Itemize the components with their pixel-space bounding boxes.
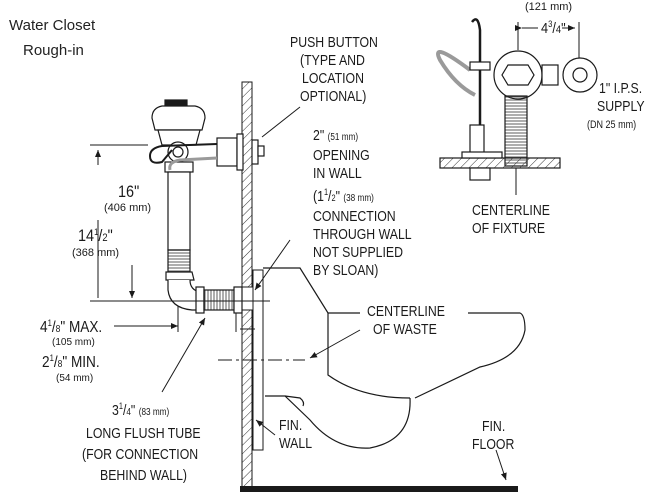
toilet-bowl xyxy=(263,267,526,449)
connection-size-whole: (1 xyxy=(313,188,324,205)
sensor-wires xyxy=(148,143,218,171)
supply-width-mm: (121 mm) xyxy=(525,1,573,13)
fin-floor-label: FIN. FLOOR xyxy=(472,418,524,454)
height-16-value: 16" xyxy=(118,182,140,201)
flush-tube-line: LONG FLUSH TUBE xyxy=(86,425,201,442)
flush-tube-den: 4 xyxy=(126,407,131,418)
connection-size-num: 1 xyxy=(323,187,329,197)
min-offset-mm: (54 mm) xyxy=(56,373,94,384)
push-button-line: OPTIONAL) xyxy=(300,88,367,105)
centerline-fixture-label: CENTERLINE OF FIXTURE xyxy=(472,202,567,238)
opening-size: 2" xyxy=(313,127,325,144)
supply-line: SUPPLY xyxy=(597,98,645,115)
fin-floor-line: FLOOR xyxy=(472,436,515,453)
opening-line: OPENING xyxy=(313,147,370,164)
push-button-line: (TYPE AND xyxy=(300,52,365,69)
opening-line: BY SLOAN) xyxy=(313,262,379,279)
max-unit: " MAX. xyxy=(60,319,103,336)
min-den: 8 xyxy=(57,359,63,370)
max-offset-mm: (105 mm) xyxy=(52,337,95,348)
height-14-num: 1 xyxy=(94,227,99,237)
max-num: 1 xyxy=(47,318,52,328)
connection-size-den: 2 xyxy=(331,193,336,203)
supply-label: 1" I.P.S. SUPPLY (DN 25 mm) xyxy=(587,80,655,134)
dimension-lines xyxy=(90,22,580,481)
centerline-fixture-line: CENTERLINE xyxy=(472,202,550,219)
fin-wall-line: FIN. xyxy=(279,417,303,434)
opening-line: THROUGH WALL xyxy=(313,226,412,243)
flush-tube-unit: " xyxy=(130,402,136,419)
opening-line: CONNECTION xyxy=(313,208,396,225)
push-button-line: PUSH BUTTON xyxy=(290,34,378,51)
title-line-2: Rough-in xyxy=(23,42,84,59)
fin-wall-label: FIN. WALL xyxy=(279,417,319,453)
supply-line: (DN 25 mm) xyxy=(587,119,637,131)
flush-tube-num: 1 xyxy=(118,401,123,411)
opening-size-mm: (51 mm) xyxy=(327,132,359,143)
supply-width-whole: 4 xyxy=(541,20,549,37)
height-14-unit: " xyxy=(107,226,113,245)
min-unit: " MIN. xyxy=(62,354,100,371)
supply-stop-valve xyxy=(436,18,598,181)
supply-width-num: 3 xyxy=(548,19,553,29)
flush-tube-line: BEHIND WALL) xyxy=(100,467,188,484)
height-14-mm: (368 mm) xyxy=(72,247,120,259)
supply-width-unit: " xyxy=(561,20,566,37)
push-button-label: PUSH BUTTON (TYPE AND LOCATION OPTIONAL) xyxy=(290,34,397,106)
finished-floor xyxy=(240,486,518,492)
max-whole: 4 xyxy=(40,319,48,336)
supply-line: 1" I.P.S. xyxy=(599,80,643,97)
min-whole: 2 xyxy=(42,354,50,371)
flush-tube-label: 31/4" (83 mm) LONG FLUSH TUBE (FOR CONNE… xyxy=(82,397,226,485)
min-num: 1 xyxy=(49,353,54,363)
flush-valve xyxy=(151,99,265,314)
centerline-waste-line: CENTERLINE xyxy=(367,303,445,320)
max-offset-value: 41/8" MAX. xyxy=(40,318,103,336)
centerline-fixture-line: OF FIXTURE xyxy=(472,220,546,237)
height-14-value: 141/2" xyxy=(78,226,113,245)
opening-line: IN WALL xyxy=(313,165,362,182)
supply-width-value: 43/4" xyxy=(541,19,566,37)
push-button-line: LOCATION xyxy=(302,70,364,87)
connection-size-unit: " xyxy=(335,188,340,205)
flush-tube-whole: 3 xyxy=(112,402,119,419)
opening-line: NOT SUPPLIED xyxy=(313,244,404,261)
supply-width-den: 4 xyxy=(555,24,562,36)
centerline-waste-line: OF WASTE xyxy=(373,321,437,338)
flush-tube-mm: (83 mm) xyxy=(138,407,170,418)
min-offset-value: 21/8" MIN. xyxy=(42,353,100,371)
max-den: 8 xyxy=(55,324,61,335)
fin-wall-line: WALL xyxy=(279,435,313,452)
fin-floor-line: FIN. xyxy=(482,418,506,435)
flush-tube-line: (FOR CONNECTION xyxy=(82,446,199,463)
connection-size-mm: (38 mm) xyxy=(343,193,374,204)
height-16-mm: (406 mm) xyxy=(104,202,152,214)
height-14-den: 2 xyxy=(102,232,108,244)
title-line-1: Water Closet xyxy=(9,17,96,34)
centerline-waste-label: CENTERLINE OF WASTE xyxy=(367,303,462,339)
height-14-whole: 14 xyxy=(78,226,95,245)
wall-opening-label: 2" (51 mm) OPENING IN WALL (11/2" (38 mm… xyxy=(313,127,412,279)
